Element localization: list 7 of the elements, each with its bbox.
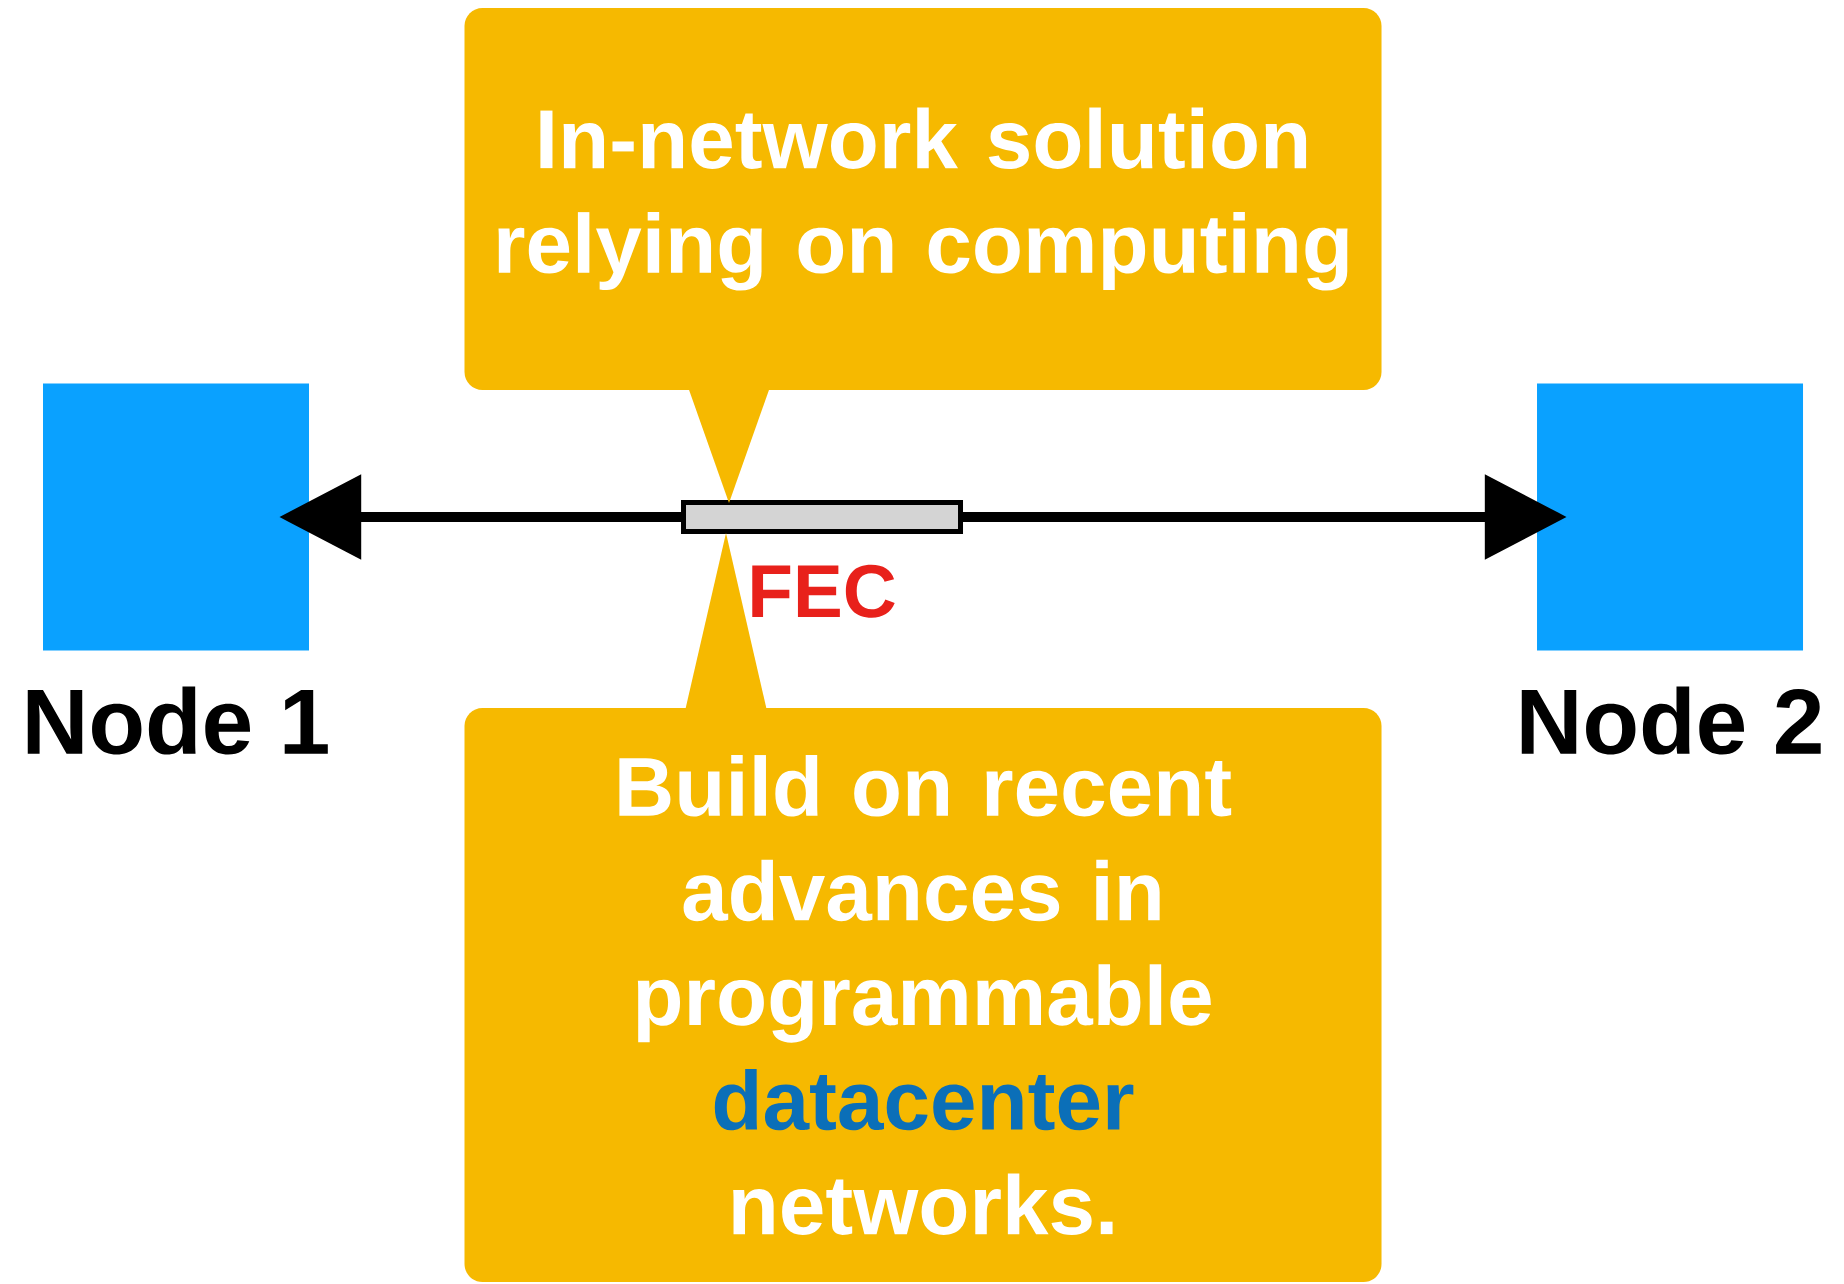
callout-box: In-network solution relying on computing [464, 8, 1382, 503]
bar [681, 500, 963, 534]
node-label: Node 2 [1521, 686, 1821, 755]
bar-label: FEC [752, 564, 895, 618]
square-box: Node 2 [1521, 383, 1821, 755]
node-label: Node 1 [27, 686, 328, 755]
square-box: Node 1 [27, 383, 328, 755]
